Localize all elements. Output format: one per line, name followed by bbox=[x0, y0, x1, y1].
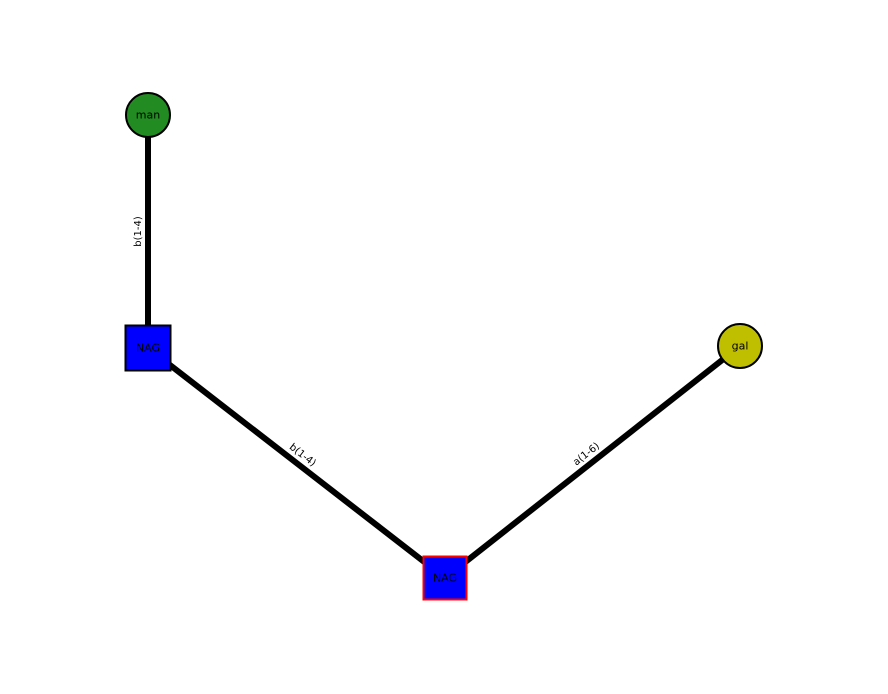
node-label-man: man bbox=[136, 109, 160, 122]
node-label-nag1: NAG bbox=[136, 342, 160, 355]
node-label-gal: gal bbox=[732, 340, 749, 353]
edge-nag2-gal bbox=[443, 343, 742, 581]
node-man-circle bbox=[125, 92, 171, 138]
node-nag2-square bbox=[422, 555, 468, 601]
edge-nag1-nag2 bbox=[146, 345, 447, 581]
node-label-nag2: NAG bbox=[433, 572, 457, 585]
node-nag1-square bbox=[124, 324, 172, 372]
node-gal-circle bbox=[717, 323, 763, 369]
edge-label-man-nag1: b(1-4) bbox=[133, 216, 144, 247]
